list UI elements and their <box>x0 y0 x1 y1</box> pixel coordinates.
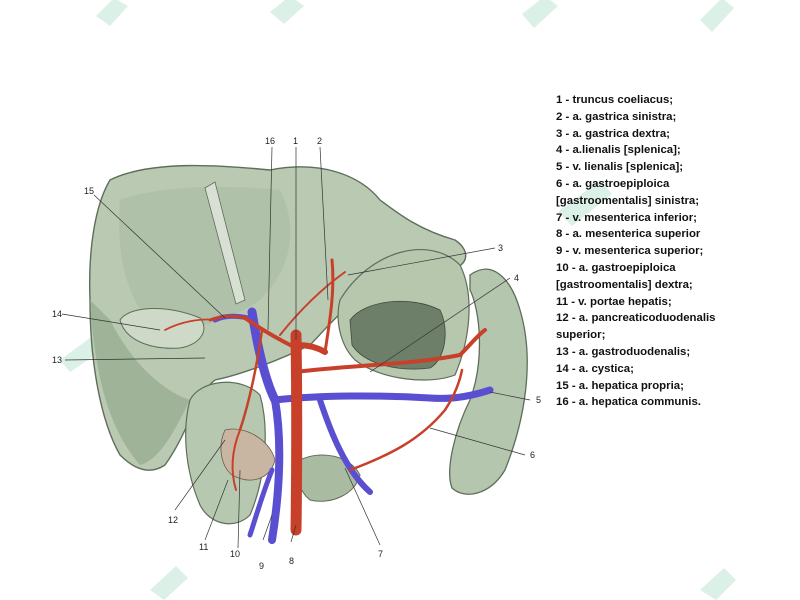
right-gastric-artery <box>279 271 346 336</box>
pancreaticoduodenal-artery <box>231 429 241 491</box>
legend-item: 9 - v. mesenterica superior; <box>556 245 704 258</box>
legend-item: [gastroomentalis] sinistra; <box>556 194 700 207</box>
callout-13: 13 <box>52 355 62 365</box>
ligament <box>204 181 246 305</box>
legend-item: 8 - a. mesenterica superior <box>556 228 701 241</box>
legend: 1 - truncus coeliacus; 2 - a. gastrica s… <box>556 92 796 411</box>
legend-item: superior; <box>556 329 606 342</box>
callout-15: 15 <box>84 186 94 196</box>
stomach <box>337 249 470 381</box>
common-hepatic-artery <box>243 316 298 350</box>
legend-item: 5 - v. lienalis [splenica]; <box>556 161 684 174</box>
legend-item: 14 - a. cystica; <box>556 362 634 375</box>
left-gastric-artery <box>323 258 335 354</box>
splenic-artery <box>294 328 487 374</box>
splenic-vein <box>271 386 494 404</box>
watermark <box>60 0 736 600</box>
legend-item: 1 - truncus coeliacus; <box>556 94 674 106</box>
intestine-loop <box>297 454 361 502</box>
vein-branch-low <box>247 467 275 538</box>
legend-item: 11 - v. portae hepatis; <box>556 295 672 308</box>
duodenum <box>185 381 276 525</box>
arteries <box>164 258 487 536</box>
legend-item: 3 - a. gastrica dextra; <box>556 127 670 140</box>
callout-2: 2 <box>317 136 322 146</box>
gastroduodenal-artery <box>238 328 264 432</box>
legend-item: 15 - a. hepatica propria; <box>556 379 684 392</box>
inferior-mesenteric-vein <box>317 397 373 495</box>
gastroepiploic-artery <box>348 368 464 472</box>
pancreas-head <box>220 428 276 481</box>
callout-3: 3 <box>498 243 503 253</box>
gallbladder <box>119 308 205 349</box>
callout-8: 8 <box>289 556 294 566</box>
legend-item: 12 - a. pancreaticoduodenalis <box>556 312 716 325</box>
callout-6: 6 <box>530 450 535 460</box>
legend-item: 13 - a. gastroduodenalis; <box>556 345 691 358</box>
cystic-artery <box>164 318 216 331</box>
celiac-trunk <box>293 342 328 355</box>
callout-1: 1 <box>293 136 298 146</box>
legend-item: 10 - a. gastroepiploica <box>556 261 676 274</box>
callout-lines <box>61 146 531 549</box>
aorta <box>290 329 303 536</box>
liver <box>88 164 467 471</box>
callout-10: 10 <box>230 549 240 559</box>
legend-item: 16 - a. hepatica communis. <box>556 396 701 409</box>
liver-shading <box>119 187 291 330</box>
callout-7: 7 <box>378 549 383 559</box>
legend-item: 2 - a. gastrica sinistra; <box>556 110 677 123</box>
legend-item: 7 - v. mesenterica inferior; <box>556 211 697 224</box>
callout-4: 4 <box>514 273 519 283</box>
callout-labels: 1 2 3 4 5 6 7 8 9 10 11 12 13 14 15 16 <box>52 136 541 571</box>
callout-9: 9 <box>259 561 264 571</box>
superior-mesenteric-vein <box>268 396 284 544</box>
legend-item: 4 - a.lienalis [splenica]; <box>556 144 681 157</box>
callout-12: 12 <box>168 515 178 525</box>
legend-item: 6 - a. gastroepiploica <box>556 177 670 190</box>
spleen <box>449 268 528 495</box>
legend-item: [gastroomentalis] dextra; <box>556 278 693 291</box>
callout-5: 5 <box>536 395 541 405</box>
callout-14: 14 <box>52 309 62 319</box>
callout-11: 11 <box>199 542 208 552</box>
callout-16: 16 <box>265 136 275 146</box>
liver-lobe-right <box>90 300 190 465</box>
